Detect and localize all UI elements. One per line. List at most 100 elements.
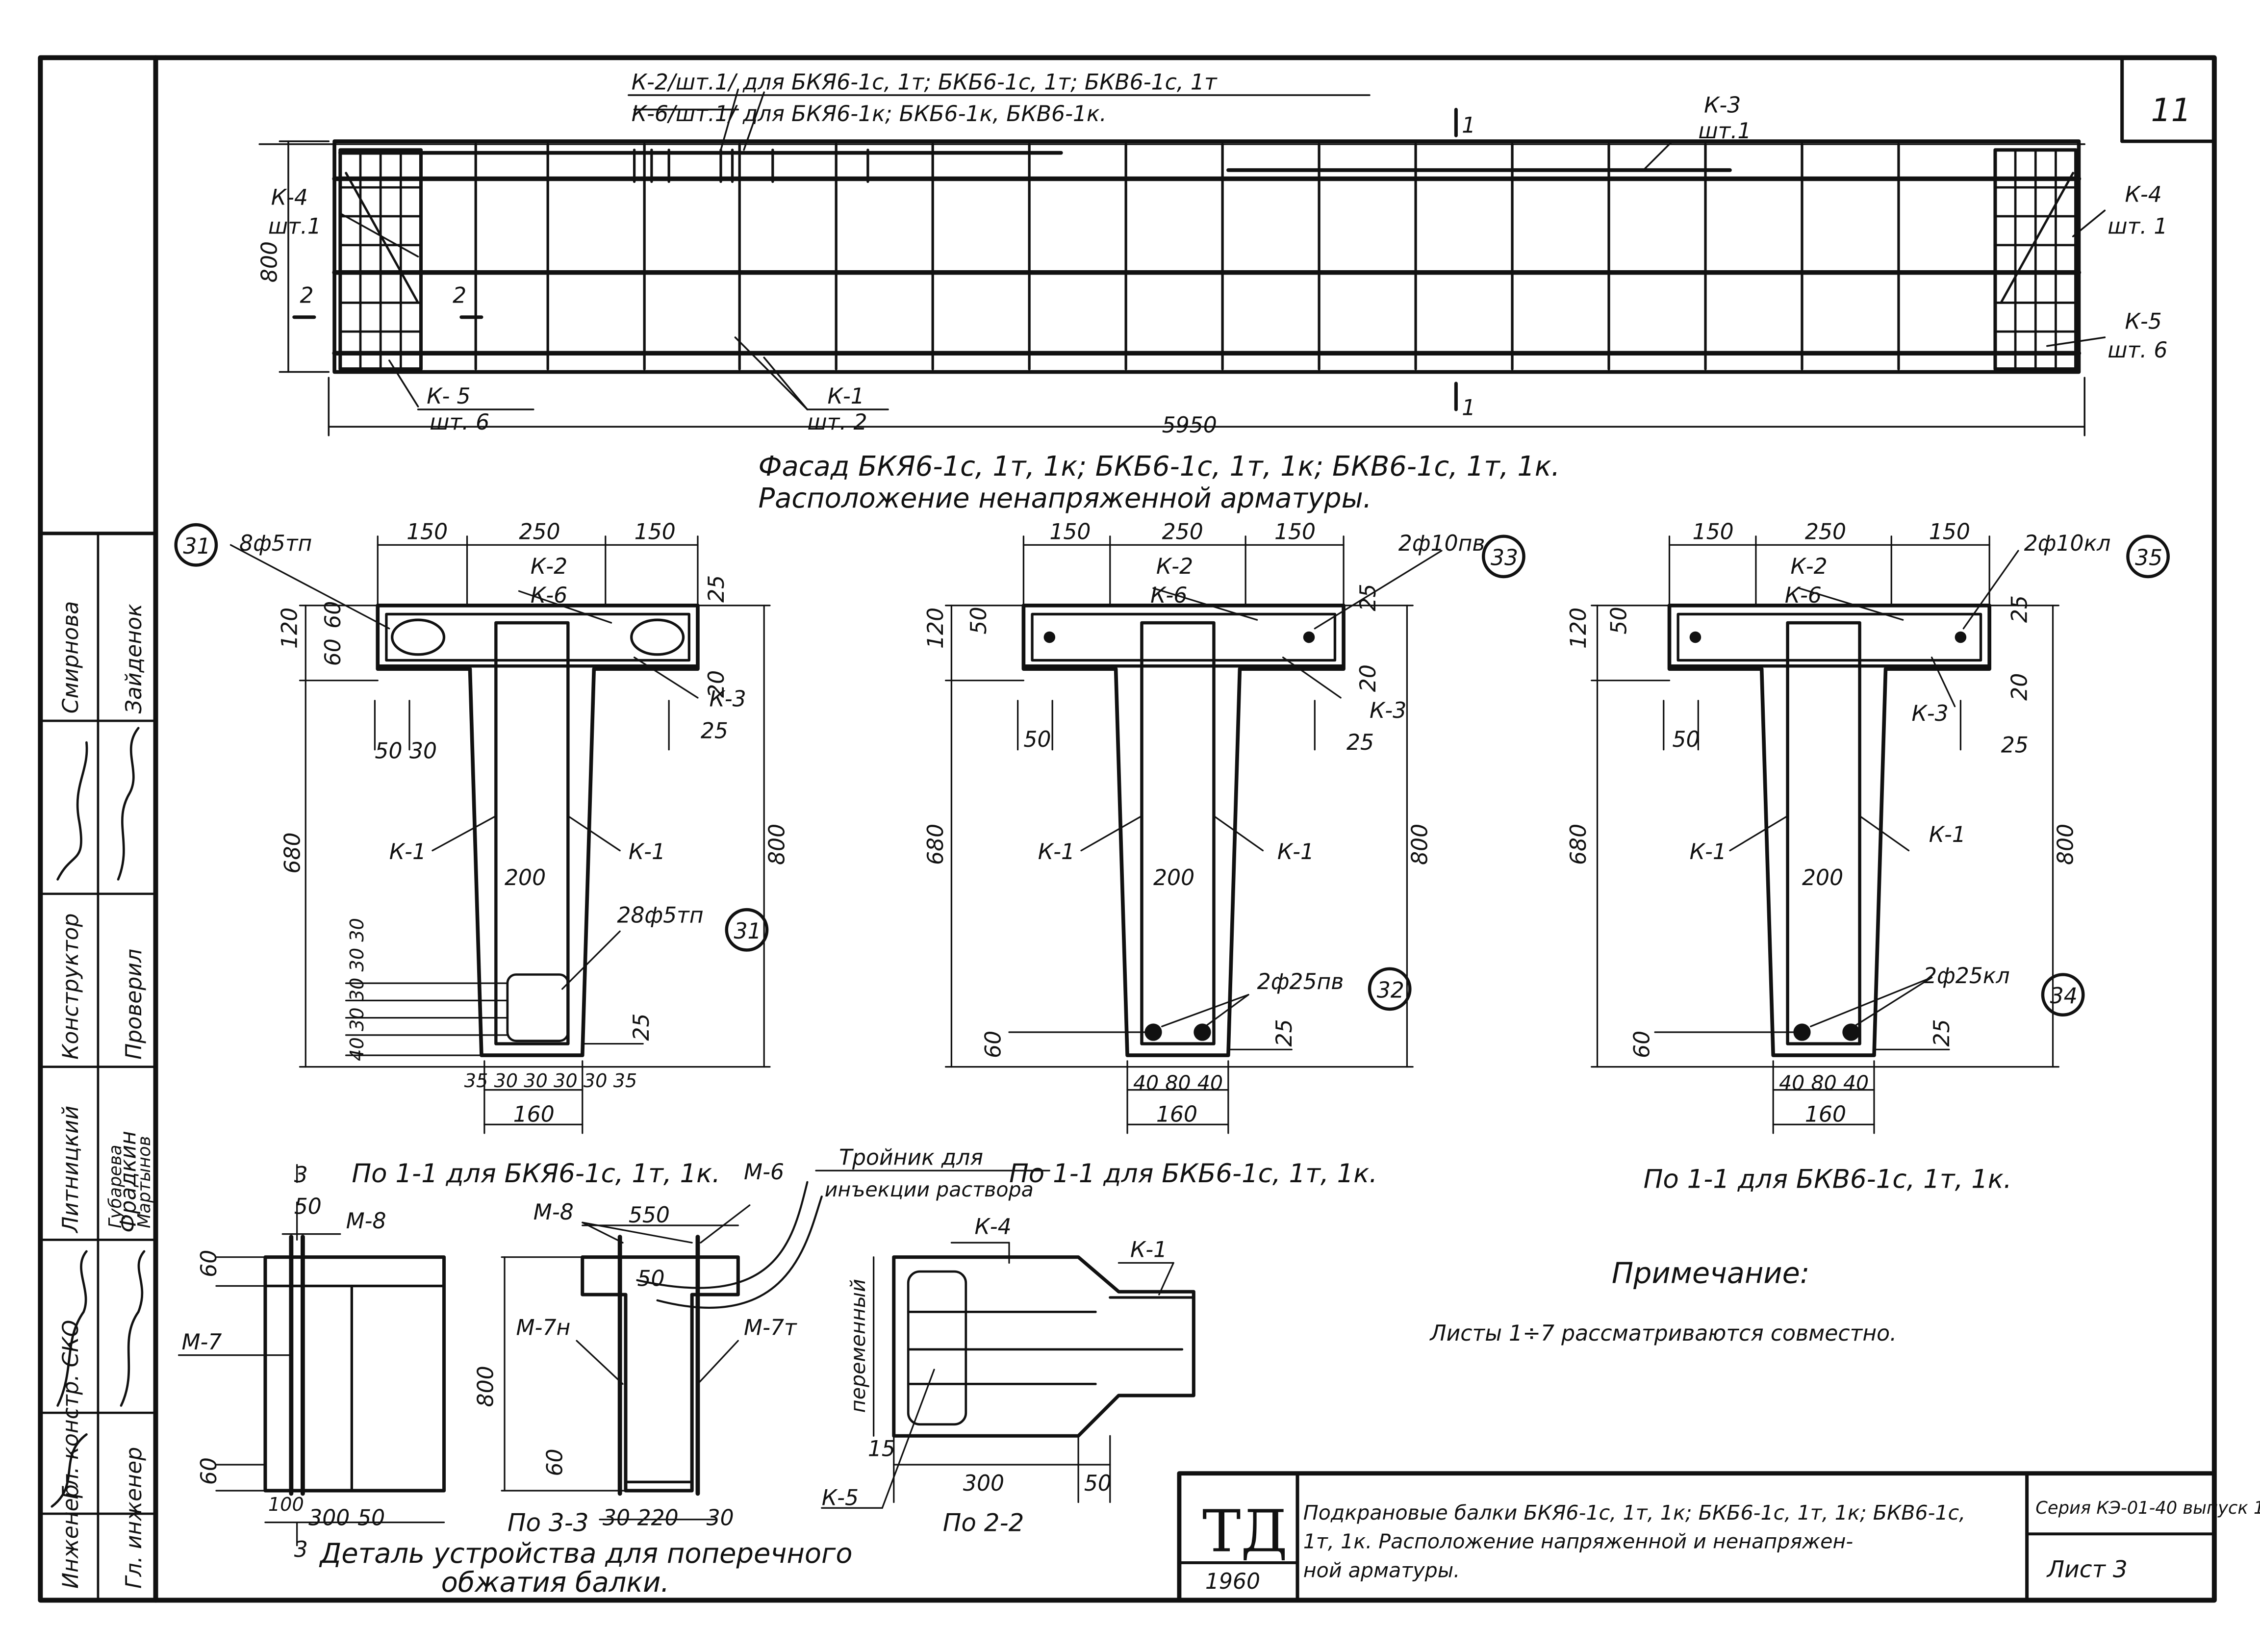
facade-section2-left: 2 (300, 283, 314, 308)
facade-labels: К-2/шт.1/ для БКЯ6-1с, 1т; БКБ6-1с, 1т; … (257, 70, 2167, 514)
title-line-1: 1т, 1к. Расположение напряженной и ненап… (1303, 1530, 1854, 1553)
detail-d50a: 50 (294, 1194, 322, 1219)
sb-d60: 60 (981, 1031, 1006, 1058)
detail-d50d: 50 (1084, 1471, 1112, 1496)
facade-k4-right: К-4 (2125, 182, 2162, 207)
sa-top-width-1: 250 (519, 520, 560, 545)
stamp-role-0: Инженер (58, 1484, 83, 1589)
detail-m8b: М-8 (533, 1200, 574, 1225)
section-a (174, 523, 771, 1134)
sb-d120: 120 (923, 608, 948, 649)
detail-d30a: 30 (603, 1506, 630, 1531)
sa-d25b: 25 (701, 718, 728, 743)
sa-d60b: 60 (321, 638, 346, 666)
sc-d25c: 25 (1930, 1019, 1955, 1046)
sa-k3: К-3 (709, 687, 746, 712)
sb-d25c: 25 (1272, 1019, 1297, 1046)
sb-k1-left: К-1 (1038, 839, 1075, 864)
stamp-name-4: Зайденок (122, 604, 147, 713)
stamp-name-0: Фрадкин (116, 1131, 141, 1233)
sb-top-bar: 2ф10пв (1398, 531, 1485, 556)
sa-d120: 120 (278, 608, 303, 649)
sb-d25a: 25 (1356, 584, 1381, 611)
sc-d20: 20 (2007, 673, 2032, 701)
sa-top-bar-id: 31 (183, 534, 210, 559)
title-block-text: ТД 1960 Подкрановые балки БКЯ6-1с, 1т, 1… (1202, 1498, 2260, 1594)
sc-d50a: 50 (1606, 607, 1631, 634)
sb-d800: 800 (1408, 824, 1433, 865)
detail-d800: 800 (473, 1366, 498, 1407)
title-line-0: Подкрановые балки БКЯ6-1с, 1т, 1к; БКБ6-… (1303, 1501, 1966, 1525)
sa-d800: 800 (764, 824, 789, 865)
sc-d200: 200 (1802, 865, 1843, 890)
detail-m8a: М-8 (346, 1209, 386, 1234)
sc-k6: К-6 (1785, 583, 1822, 608)
detail-d50c: 50 (357, 1506, 385, 1531)
sb-d20: 20 (1356, 664, 1381, 692)
stamp-name-2: Мартынов (134, 1136, 154, 1228)
sa-d680: 680 (280, 832, 305, 873)
detail-cut-mark-top: 3 (294, 1163, 308, 1188)
detail-d220: 220 (637, 1506, 678, 1531)
sc-d60: 60 (1629, 1031, 1654, 1058)
sb-top-bar-id: 33 (1491, 545, 1518, 570)
stamp-role-2: Гл. инженер (122, 1447, 147, 1589)
detail-caption1: Деталь устройства для поперечного (319, 1538, 853, 1570)
detail-k1: К-1 (1130, 1238, 1167, 1263)
sc-d800: 800 (2054, 824, 2079, 865)
facade-k5-right: К-5 (2125, 309, 2162, 334)
detail-d30b: 30 (707, 1506, 734, 1531)
facade-k4-left: К-4 (271, 185, 308, 210)
sc-d160: 160 (1805, 1102, 1846, 1127)
sa-d20: 20 (704, 670, 729, 698)
sb-k2: К-2 (1156, 554, 1193, 579)
facade-view (258, 88, 2106, 436)
sa-k1-right: К-1 (629, 839, 665, 864)
sa-d160: 160 (513, 1102, 555, 1127)
sb-d25b: 25 (1346, 730, 1374, 755)
sa-d200: 200 (505, 865, 546, 890)
sheet-label: Лист 3 (2046, 1556, 2128, 1583)
detail-variable: переменный (846, 1279, 870, 1413)
sa-d50: 50 (375, 738, 402, 763)
sb-top-width-0: 150 (1049, 520, 1091, 545)
detail-d60c: 60 (543, 1449, 568, 1476)
facade-k1: К-1 (828, 384, 864, 409)
sb-bottom-bar: 2ф25пв (1257, 969, 1344, 994)
facade-section2-right: 2 (453, 283, 466, 308)
stamp-name-1: Губарева (105, 1145, 126, 1228)
series-label: Серия КЭ-01-40 выпуск 1 (2035, 1498, 2260, 1518)
facade-k5-left-qty: шт. 6 (430, 410, 489, 435)
sa-top-bar: 8ф5тп (239, 531, 312, 556)
facade-right-cage (1993, 148, 2078, 371)
facade-k4-left-qty: шт.1 (268, 214, 321, 239)
section-b (945, 534, 1525, 1134)
detail-section-33: По 3-3 (508, 1508, 589, 1537)
detail-m7n: М-7н (516, 1315, 571, 1340)
sc-bottom-widths: 40 80 40 (1779, 1071, 1869, 1095)
signatures (51, 727, 146, 1508)
org-logo: ТД (1202, 1498, 1288, 1565)
facade-left-cage (338, 148, 423, 371)
sb-bottom-bar-id: 32 (1377, 978, 1404, 1003)
detail-d300: 300 (308, 1506, 350, 1531)
title-block (1177, 1471, 2217, 1602)
facade-k5-right-qty: шт. 6 (2108, 338, 2167, 363)
sc-d680: 680 (1566, 824, 1591, 865)
stamp-name-3: Смирнова (58, 601, 83, 714)
sb-d200: 200 (1153, 865, 1194, 890)
detail-tee-line1: Тройник для (839, 1145, 983, 1170)
sa-d25c: 25 (629, 1014, 654, 1041)
sc-bottom-bar-id: 34 (2050, 984, 2078, 1009)
sa-d30: 30 (409, 738, 437, 763)
facade-section-mark-top: 1 (1462, 113, 1475, 138)
facade-k3: К-3 (1704, 93, 1741, 118)
detail-d300b: 300 (963, 1471, 1004, 1496)
sa-bottom-widths: 35 30 30 30 30 35 (464, 1070, 637, 1092)
facade-k4-right-qty: шт. 1 (2108, 214, 2167, 239)
sc-top-bar-id: 35 (2135, 545, 2162, 570)
detail-d60a: 60 (197, 1250, 222, 1277)
detail-m7: М-7 (181, 1330, 222, 1355)
sa-caption: По 1-1 для БКЯ6-1с, 1т, 1к. (352, 1159, 720, 1189)
sa-d60a: 60 (321, 601, 346, 629)
